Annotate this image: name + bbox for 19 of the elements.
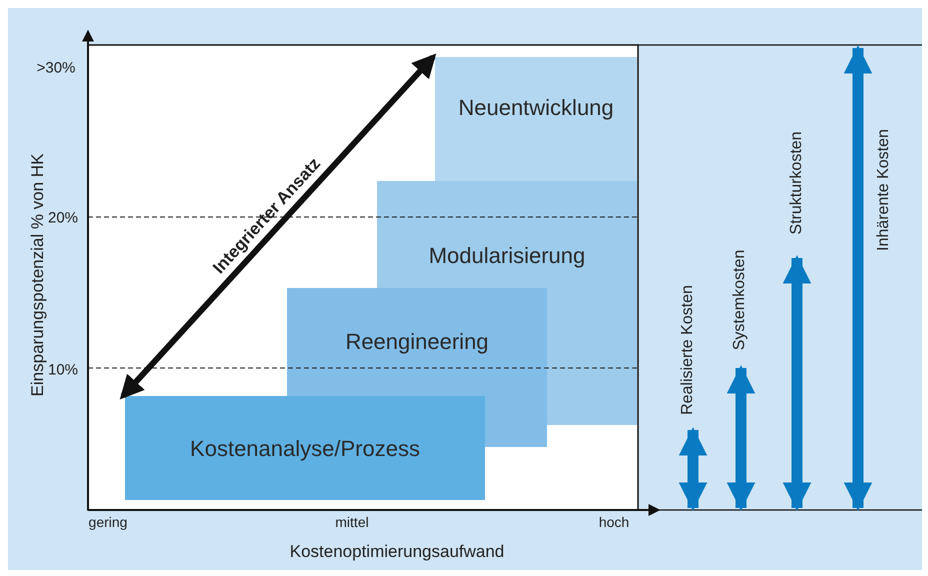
stage-label: Reengineering <box>344 329 490 355</box>
stage-box <box>435 57 637 181</box>
tick-label: mittel <box>335 514 369 530</box>
tick-label: gering <box>88 514 128 530</box>
tick-label: >30% <box>36 60 76 76</box>
arrow-label: Strukturkosten <box>788 131 806 235</box>
stage-label: Modularisierung <box>428 243 586 269</box>
stage-label: Kostenanalyse/Prozess <box>189 436 421 462</box>
axis-title: Kostenoptimierungsaufwand <box>290 542 504 562</box>
tick-label: 20% <box>48 210 78 226</box>
arrow-label: Inhärente Kosten <box>875 129 893 251</box>
arrow <box>120 53 436 400</box>
axis-title: Einsparungspotenzial % von HK <box>28 154 48 396</box>
tick-label: hoch <box>598 514 630 530</box>
arrow-label: Systemkosten <box>731 250 749 350</box>
stage-box <box>125 396 485 500</box>
tick-label: 10% <box>48 362 78 378</box>
stage-label: Neuentwicklung <box>457 95 615 121</box>
arrow-label: Realisierte Kosten <box>679 285 697 415</box>
